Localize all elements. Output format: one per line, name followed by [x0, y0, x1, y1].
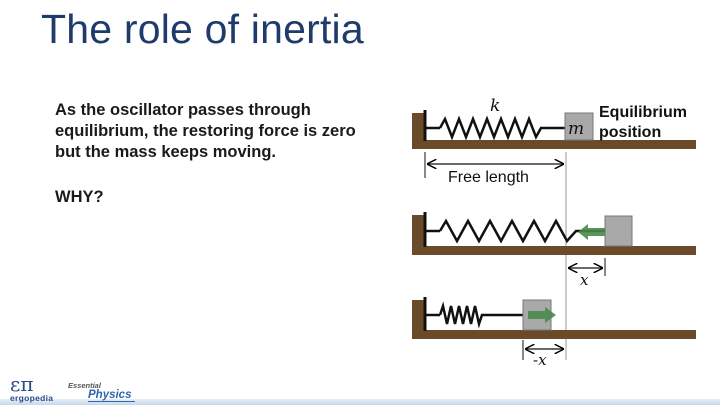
oscillator-row-equilibrium: m k Equilibrium position — [412, 96, 696, 149]
equilibrium-label: Equilibrium — [599, 104, 687, 121]
mass-label: m — [568, 119, 584, 139]
series-label-large: Physics — [88, 389, 136, 402]
arrow-left — [578, 224, 605, 240]
spring — [438, 218, 605, 244]
position-label: position — [599, 124, 661, 141]
mass-block — [604, 215, 633, 247]
ergopedia-logo-name: ergopedia — [10, 393, 54, 403]
spring-constant-label: k — [490, 96, 500, 116]
oscillator-row-stretched: x — [412, 212, 696, 289]
free-length-label: Free length — [448, 169, 529, 186]
ground-bar — [412, 113, 696, 149]
spring — [438, 301, 523, 329]
footer-bar — [0, 399, 720, 405]
ergopedia-logo-symbol: επ — [10, 372, 34, 396]
slide-question: WHY? — [55, 188, 104, 206]
ground-bar — [412, 215, 696, 255]
oscillator-row-compressed: -x — [412, 297, 696, 369]
mass-block — [564, 112, 594, 141]
ground-bar — [412, 300, 696, 339]
arrow-right — [528, 307, 556, 323]
negative-displacement-label: -x — [533, 351, 547, 369]
slide-body-text: As the oscillator passes through equilib… — [55, 101, 356, 161]
spring — [438, 115, 565, 141]
series-label-small: Essential — [68, 381, 101, 390]
slide-title: The role of inertia — [41, 6, 364, 52]
displacement-label: x — [580, 271, 589, 289]
